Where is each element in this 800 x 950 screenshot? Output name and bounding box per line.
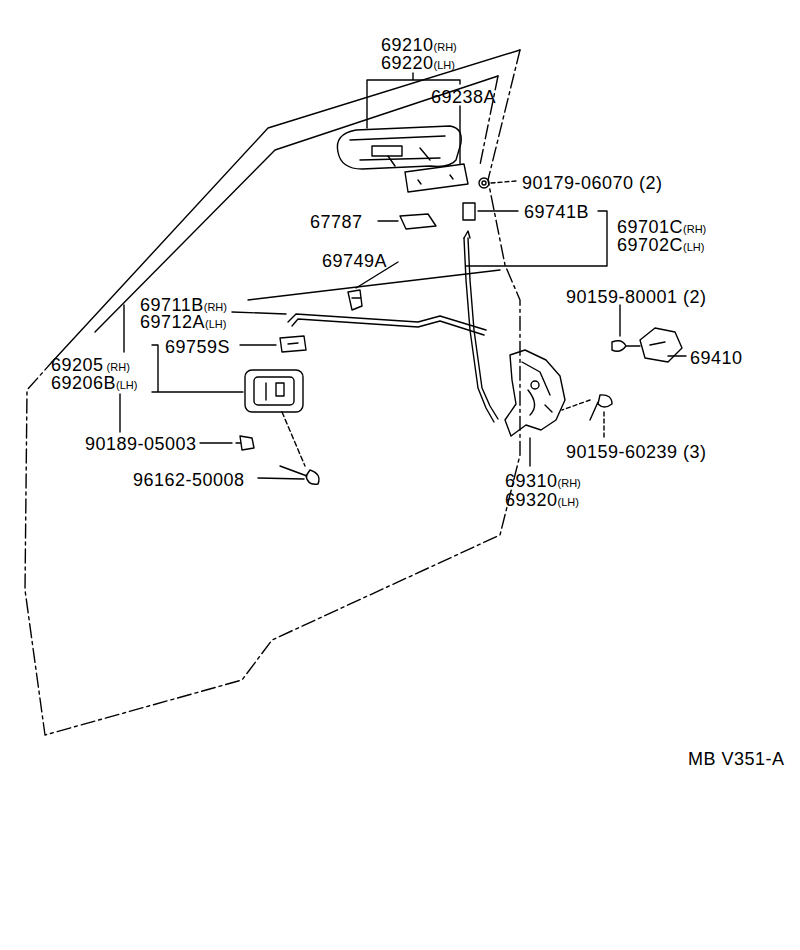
inside-handle-lever [254,377,294,405]
clip [236,436,254,450]
rod-clip [280,336,306,352]
part-number: 69701C(RH) [617,218,706,236]
part-number: 69210(RH) [381,36,457,54]
link-rod [288,314,486,330]
part-number: 90159-80001 (2) [566,288,707,306]
leader-line [378,220,398,221]
part-number: 69749A [322,252,387,270]
screw [612,341,640,352]
part-number: 96162-50008 [133,471,245,489]
gasket-holes [418,175,453,184]
handle-detail [350,136,445,160]
leader-line [478,210,518,211]
inside-handle-detail [266,383,284,400]
part-number: 69238A [431,88,496,106]
leader-line [562,400,604,437]
pad [400,214,436,229]
door-latch [505,350,565,436]
outside-handle [337,126,461,169]
door-outline [25,50,520,735]
part-number: 67787 [310,213,363,231]
bracket [232,312,286,314]
rod-clip [463,203,475,220]
drawing-code: MB V351-A [688,750,785,768]
leader-line [258,478,304,479]
screw [590,395,612,420]
leader-line [240,344,276,345]
leader-line [367,73,460,164]
leader-line [200,442,232,443]
nut-clip [479,178,489,188]
part-number: 69741B [524,203,589,221]
leader-line [491,181,516,183]
leader-line [282,412,305,466]
part-number: 69711B(RH) [140,296,227,314]
part-number: 69410 [690,349,743,367]
part-number: 69712A(LH) [140,313,226,331]
leader-line [119,394,120,432]
window-frame-outer [52,50,520,362]
rod-end [464,231,470,238]
part-number: 69320(LH) [505,491,579,509]
leader-line [668,355,686,356]
part-number: 90189-05003 [85,435,197,453]
rod-guide [348,290,362,310]
part-number: 69702C(LH) [617,236,704,254]
nut-clip-hole [482,181,486,185]
part-number: 90159-60239 (3) [566,443,707,461]
part-number: 69205 (RH) [51,356,130,374]
striker [640,328,682,362]
screw [280,466,319,484]
handle-rod-clip [372,146,402,156]
latch-rivet [531,381,539,389]
part-number: 69310(RH) [505,472,581,490]
part-number: 69206B(LH) [51,374,137,392]
handle-screws [388,148,430,166]
inside-handle-bezel [245,370,303,412]
part-number: 90179-06070 (2) [522,174,663,192]
leader-line [619,305,620,336]
latch-detail [522,362,552,415]
leader-line [529,438,530,466]
handle-gasket [405,164,468,192]
part-number: 69759S [165,338,230,356]
link-rod [292,319,484,335]
part-number: 69220(LH) [381,54,455,72]
